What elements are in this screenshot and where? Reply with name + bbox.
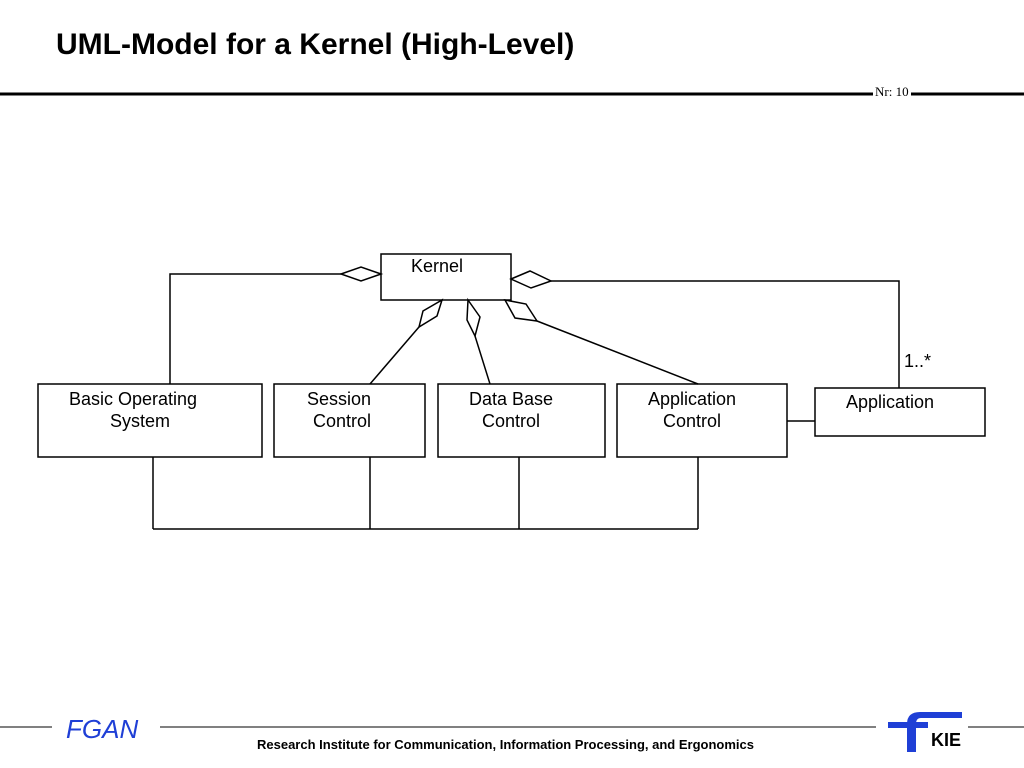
link-application [551,280,900,388]
aggregation-diamond-session [417,298,444,329]
aggregation-diamond-app-control [503,298,539,322]
kie-logo-text: KIE [931,730,962,750]
link-database [474,335,491,385]
aggregation-diamond-application [509,270,553,289]
slide-number: Nr: 10 [873,84,911,100]
class-box-basic-os [37,383,263,458]
class-label-session: Session Control [306,389,372,431]
class-label-database: Data Base Control [468,389,554,431]
class-label-basic-os: Basic Operating System [68,389,198,431]
class-box-kernel [380,253,512,301]
multiplicity-label: 1..* [904,351,932,371]
class-box-app-control [616,383,788,458]
link-app-control [536,320,699,385]
aggregation-diamond-basic-os [338,266,384,282]
class-box-session [273,383,426,458]
class-label-kernel: Kernel [410,256,464,276]
class-box-database [437,383,606,458]
aggregation-diamond-database [466,297,481,339]
class-label-app-control: Application Control [647,389,737,431]
fgan-logo: FGAN [66,714,139,744]
kie-logo-mark [888,712,962,752]
institute-name: Research Institute for Communication, In… [257,737,754,752]
link-session [369,326,420,385]
class-box-application [814,387,986,437]
class-label-application: Application [845,392,935,412]
slide-title: UML-Model for a Kernel (High-Level) [56,28,575,61]
link-basic-os [169,273,341,384]
